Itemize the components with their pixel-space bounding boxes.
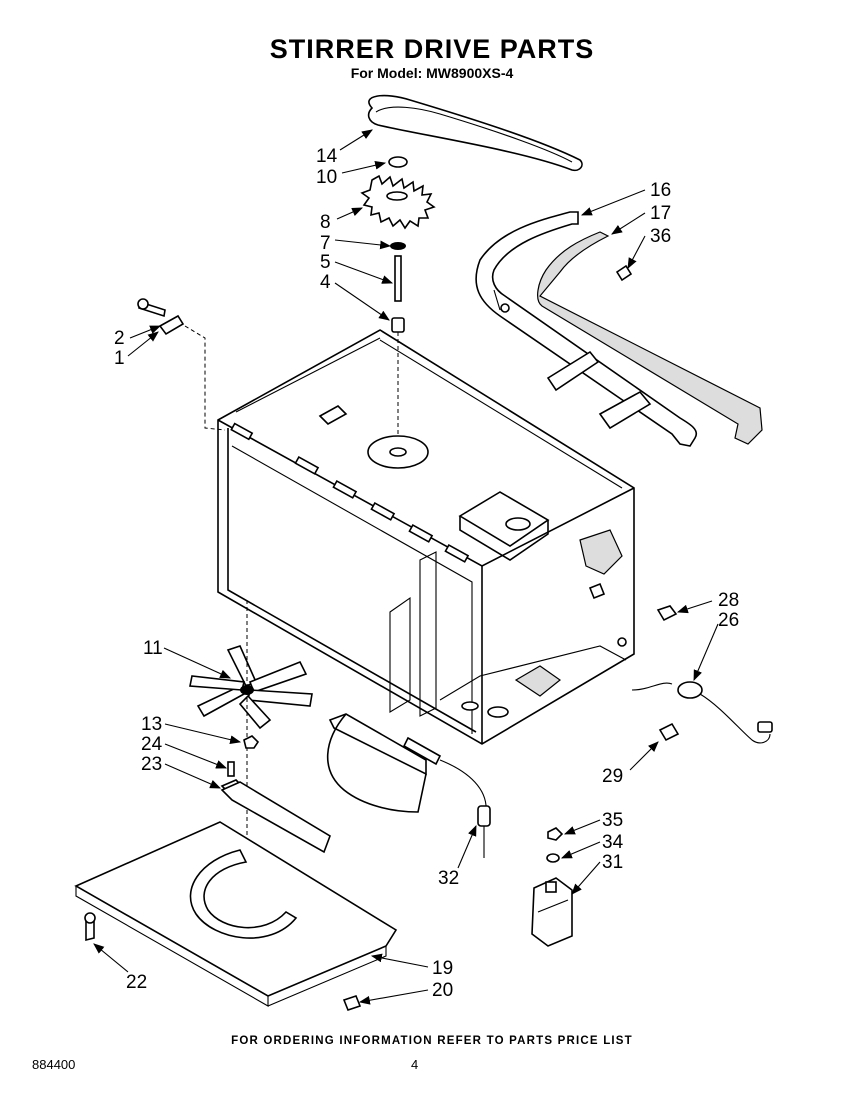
part-duct-assembly	[475, 211, 763, 447]
leader-lines	[93, 129, 719, 1005]
callout-20: 20	[432, 980, 453, 1001]
callout-23: 23	[141, 754, 162, 775]
callout-36: 36	[650, 226, 671, 247]
callout-35: 35	[602, 810, 623, 831]
page-title: STIRRER DRIVE PARTS	[269, 34, 595, 64]
part-stirrer-gear	[360, 174, 436, 230]
page-number: 4	[411, 1057, 419, 1072]
ordering-note: FOR ORDERING INFORMATION REFER TO PARTS …	[231, 1035, 633, 1047]
callout-24: 24	[141, 734, 163, 755]
callout-4: 4	[320, 272, 331, 293]
part-deflector-plate	[220, 713, 427, 854]
callout-26: 26	[718, 610, 739, 631]
callout-22: 22	[126, 972, 147, 993]
callout-32: 32	[438, 868, 459, 889]
callout-8: 8	[320, 212, 331, 233]
document-number: 884400	[32, 1057, 76, 1072]
callout-13: 13	[141, 714, 162, 735]
callout-5: 5	[320, 252, 331, 273]
part-motor-assembly	[531, 827, 573, 947]
part-washer	[390, 242, 406, 250]
callout-28: 28	[718, 590, 739, 611]
part-shaft	[394, 255, 402, 302]
part-clip	[388, 156, 408, 168]
callout-16: 16	[650, 180, 671, 201]
callout-11: 11	[143, 638, 163, 659]
part-thermal-lead	[402, 736, 491, 858]
callout-14: 14	[316, 146, 338, 167]
callout-1: 1	[114, 348, 125, 369]
part-screw-bracket	[137, 298, 226, 431]
callout-2: 2	[114, 328, 125, 349]
part-bottom-plate	[74, 821, 398, 1011]
callout-19: 19	[432, 958, 453, 979]
part-bushing	[391, 317, 405, 440]
part-cavity-box	[217, 329, 635, 745]
callout-10: 10	[316, 167, 337, 188]
callout-34: 34	[602, 832, 624, 853]
callout-labels: 14 10 8 7 5 4 2 1 16 17 36 11 28 26 13 2…	[114, 146, 739, 1001]
model-subtitle: For Model: MW8900XS-4	[350, 65, 514, 81]
callout-29: 29	[602, 766, 623, 787]
callout-7: 7	[320, 233, 331, 254]
callout-17: 17	[650, 203, 671, 224]
part-belt	[367, 94, 583, 172]
part-stirrer-blade	[189, 600, 313, 900]
callout-31: 31	[602, 852, 623, 873]
part-cord-assembly	[631, 605, 773, 744]
